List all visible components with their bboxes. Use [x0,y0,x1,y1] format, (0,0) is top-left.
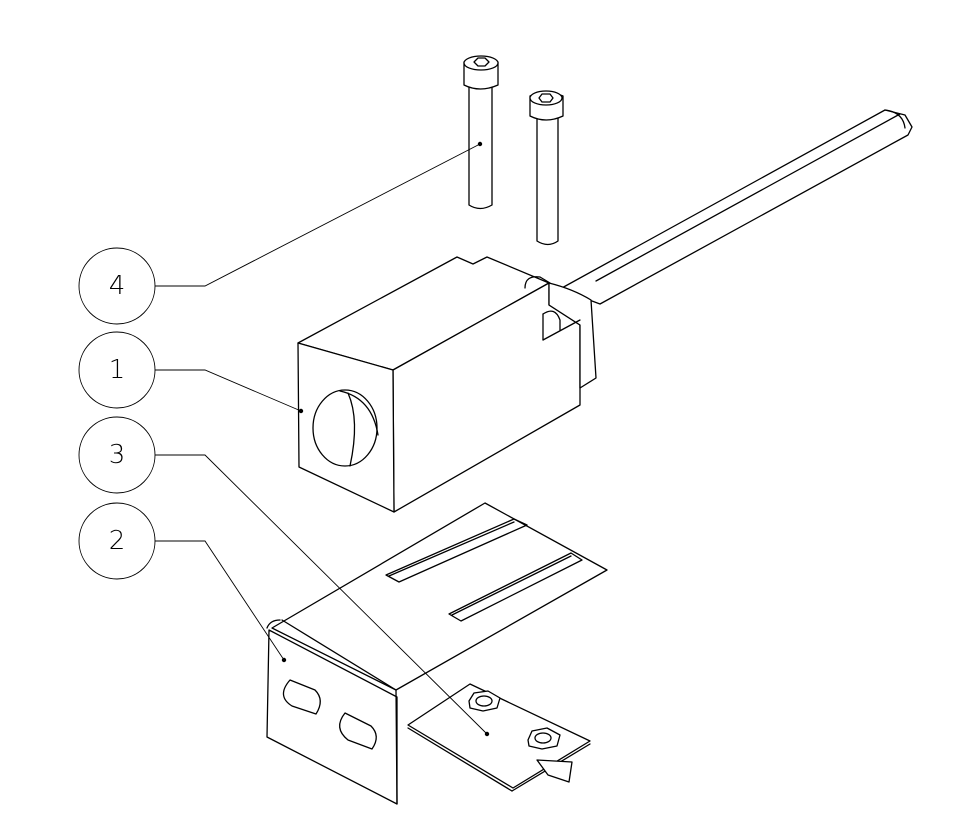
cable-rod [559,109,913,305]
balloon-1: 1 [78,331,156,409]
bracket [266,502,608,805]
balloon-2: 2 [78,502,156,580]
balloon-4-label: 4 [109,271,126,301]
sensor-body [297,256,597,513]
screw-right [529,90,564,246]
balloon-2-label: 2 [109,526,126,556]
balloon-4: 4 [78,247,156,325]
balloon-1-label: 1 [109,355,126,385]
balloon-3-label: 3 [109,440,126,470]
screw-left [463,55,499,210]
leader-lines [155,141,490,737]
nut-plate [407,683,591,792]
balloon-3: 3 [78,416,156,494]
